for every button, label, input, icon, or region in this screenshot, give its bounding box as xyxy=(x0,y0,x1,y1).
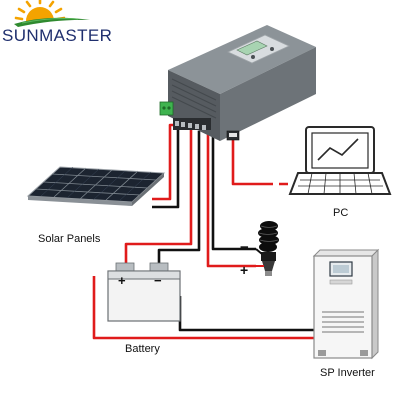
power-terminals-icon xyxy=(173,118,211,130)
wire-pc-link xyxy=(231,140,264,186)
wire-battery-positive xyxy=(124,129,193,265)
lcd-screen xyxy=(236,40,268,56)
controller-button-right xyxy=(270,47,274,51)
bulb-plus-sign: + xyxy=(240,262,249,278)
controller-button-left xyxy=(251,55,255,59)
sun-logo-icon xyxy=(14,0,90,27)
wire-solar-negative xyxy=(152,125,182,209)
bulb-minus-sign: − xyxy=(240,239,249,256)
battery-minus-sign: − xyxy=(154,273,162,288)
wire-load-positive xyxy=(206,131,256,268)
wire-battery-negative xyxy=(157,131,201,265)
laptop-icon xyxy=(288,126,392,195)
battery-plus-sign: + xyxy=(118,273,126,288)
green-terminal-icon xyxy=(159,101,174,116)
wire-load-negative xyxy=(211,132,256,251)
wiring xyxy=(92,123,314,340)
solar-panel-array-icon xyxy=(26,166,166,206)
wire-inverter-negative xyxy=(178,296,314,332)
solar-charge-controller-icon xyxy=(159,25,316,141)
inverter-icon xyxy=(312,248,380,360)
wire-solar-positive xyxy=(152,123,176,201)
wire-inverter-positive xyxy=(92,276,314,340)
trend-line-icon xyxy=(317,138,359,161)
pc-label: PC xyxy=(333,207,349,219)
battery-icon xyxy=(107,262,181,322)
solar-panels-label: Solar Panels xyxy=(38,233,101,245)
sp-inverter-label: SP Inverter xyxy=(320,367,375,379)
inverter-vent-icon xyxy=(322,311,364,333)
cfl-bulb-icon xyxy=(255,221,279,276)
brand-name: SUNMASTER xyxy=(2,26,113,45)
battery-label: Battery xyxy=(125,343,160,355)
